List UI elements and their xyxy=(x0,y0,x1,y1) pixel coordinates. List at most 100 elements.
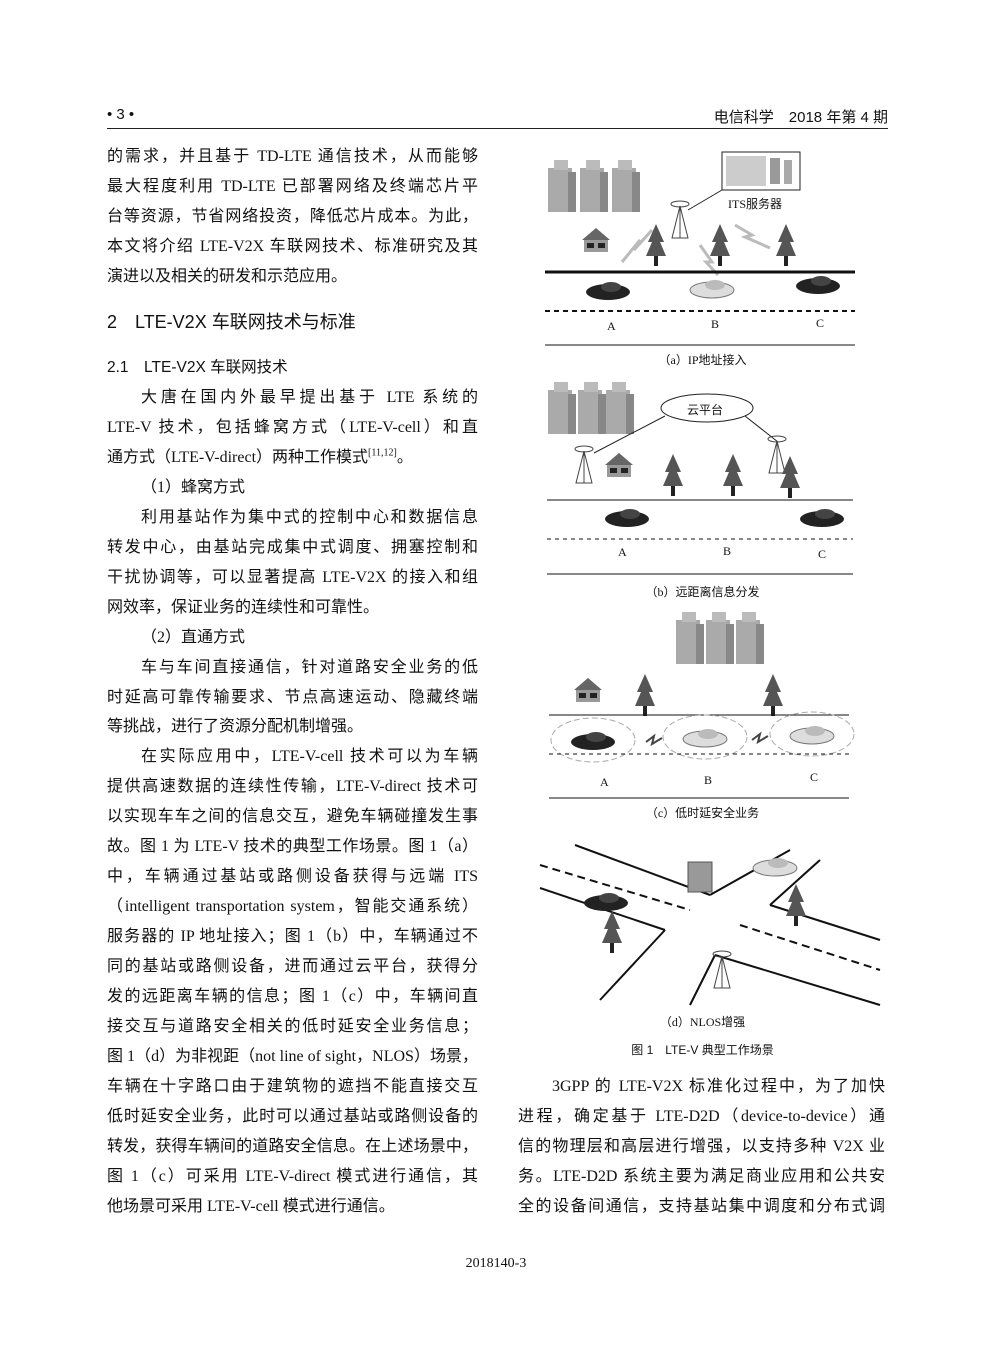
body-text-line: （1）蜂窝方式 xyxy=(141,478,245,498)
body-text-line: 台等资源，节省网络投资，降低芯片成本。为此， xyxy=(107,207,478,229)
vehicle-label-c: C xyxy=(818,547,827,561)
page-footer-code: 2018140-3 xyxy=(465,1256,527,1271)
line-text: 车与车间直接通信，针对道路安全业务的低 xyxy=(141,659,478,676)
body-text-line: LTE-V 技术，包括蜂窝方式（LTE-V-cell）和直 xyxy=(107,418,478,440)
its-server-label: ITS服务器 xyxy=(728,197,783,211)
body-text-line: 发的远距离车辆的信息；图 1（c）中，车辆间直 xyxy=(107,987,478,1009)
base-station-icon xyxy=(574,445,594,484)
line-text: 接交互与道路安全相关的低时延安全业务信息； xyxy=(107,1018,478,1035)
line-text: 他场景可采用 LTE-V-cell 模式进行通信。 xyxy=(107,1198,395,1215)
body-text-line: 图 1（c）可采用 LTE-V-direct 模式进行通信，其 xyxy=(107,1167,478,1189)
vehicle-label-c: C xyxy=(816,316,825,330)
line-text: 干扰协调等，可以显著提高 LTE-V2X 的接入和组 xyxy=(107,569,478,586)
cloud-platform-label: 云平台 xyxy=(687,403,724,417)
caption-a: （a）IP地址接入 xyxy=(658,353,747,367)
line-text: 最大程度利用 TD-LTE 已部署网络及终端芯片平 xyxy=(107,178,478,195)
body-text-line: 车辆在十字路口由于建筑物的遮挡不能直接交互 xyxy=(107,1077,478,1099)
base-station-icon xyxy=(712,950,732,989)
section-heading: 2 LTE-V2X 车联网技术与标准 xyxy=(107,312,356,332)
line-text: 图 1（d）为非视距（not line of sight，NLOS）场景， xyxy=(107,1048,478,1065)
line-text: 以实现车车之间的信息交互，避免车辆碰撞发生事 xyxy=(107,808,478,825)
line-text: 时延高可靠传输要求、节点高速运动、隐藏终端 xyxy=(107,689,478,706)
line-text: 2 LTE-V2X 车联网技术与标准 xyxy=(107,312,356,332)
vehicle-label-b: B xyxy=(704,773,713,787)
line-text: 利用基站作为集中式的控制中心和数据信息 xyxy=(141,509,478,526)
line-text: （2）直通方式 xyxy=(141,629,246,646)
body-text-line: 服务器的 IP 地址接入；图 1（b）中，车辆通过不 xyxy=(107,927,478,949)
body-text-line: 故。图 1 为 LTE-V 技术的典型工作场景。图 1（a） xyxy=(107,837,478,859)
body-text-line: 大唐在国内外最早提出基于 LTE 系统的 xyxy=(141,388,478,410)
body-text-line: 本文将介绍 LTE-V2X 车联网技术、标准研究及其 xyxy=(107,237,478,259)
line-text: （1）蜂窝方式 xyxy=(141,479,246,496)
vehicle-label-b: B xyxy=(723,544,732,558)
line-text: 中，车辆通过基站或路侧设备获得与远端 ITS xyxy=(107,868,478,885)
line-text: 转发，获得车辆间的道路安全信息。在上述场景中， xyxy=(107,1138,478,1155)
line-text: 的需求，并且基于 TD-LTE 通信技术，从而能够 xyxy=(107,148,478,165)
body-text-line: 干扰协调等，可以显著提高 LTE-V2X 的接入和组 xyxy=(107,568,478,590)
cloud-icon xyxy=(660,393,754,423)
caption-b: （b）远距离信息分发 xyxy=(645,585,760,599)
line-text: 转发中心，由基站完成集中式调度、拥塞控制和 xyxy=(107,539,478,556)
line-text: 服务器的 IP 地址接入；图 1（b）中，车辆通过不 xyxy=(107,928,478,945)
line-text: 在实际应用中，LTE-V-cell 技术可以为车辆 xyxy=(141,748,478,765)
body-text-line: 最大程度利用 TD-LTE 已部署网络及终端芯片平 xyxy=(107,177,478,199)
body-text-line: 演进以及相关的研发和示范应用。 xyxy=(107,267,347,287)
line-text: 2.1 LTE-V2X 车联网技术 xyxy=(107,359,288,376)
body-text-line: 同的基站或路侧设备，进而通过云平台，获得分 xyxy=(107,957,478,979)
citation-reference[interactable]: [11,12] xyxy=(368,447,397,459)
line-text: 演进以及相关的研发和示范应用。 xyxy=(107,268,348,285)
line-text: 低时延安全业务，此时可以通过基站或路侧设备的 xyxy=(107,1108,478,1125)
body-text-line: 通方式（LTE-V-direct）两种工作模式[11,12]。 xyxy=(107,448,413,468)
base-station-icon xyxy=(767,435,787,474)
journal-issue: 电信科学 2018 年第 4 期 xyxy=(713,109,888,126)
roadside-unit-icon xyxy=(582,228,610,252)
roadside-unit-icon xyxy=(605,453,633,477)
body-text-line: 图 1（d）为非视距（not line of sight，NLOS）场景， xyxy=(107,1047,478,1069)
body-text-line: 利用基站作为集中式的控制中心和数据信息 xyxy=(141,508,478,530)
vehicle-label-a: A xyxy=(607,319,616,333)
vehicle-label-a: A xyxy=(618,545,627,559)
body-text-line: 在实际应用中，LTE-V-cell 技术可以为车辆 xyxy=(141,747,478,769)
body-text-line: 务。LTE-D2D 系统主要为满足商业应用和公共安 xyxy=(518,1168,885,1185)
body-text-line: 以实现车车之间的信息交互，避免车辆碰撞发生事 xyxy=(107,807,478,829)
roadside-unit-icon xyxy=(574,678,602,702)
line-text: 通方式（LTE-V-direct）两种工作模式 xyxy=(107,449,369,466)
body-text-line: （2）直通方式 xyxy=(141,628,245,648)
body-text-line: 转发，获得车辆间的道路安全信息。在上述场景中， xyxy=(107,1137,478,1159)
line-text: 图 1（c）可采用 LTE-V-direct 模式进行通信，其 xyxy=(107,1168,478,1185)
caption-c: （c）低时延安全业务 xyxy=(645,806,760,820)
line-text: 大唐在国内外最早提出基于 LTE 系统的 xyxy=(141,389,478,406)
building-icon xyxy=(687,861,713,893)
line-text: LTE-V 技术，包括蜂窝方式（LTE-V-cell）和直 xyxy=(107,419,478,436)
line-text: 车辆在十字路口由于建筑物的遮挡不能直接交互 xyxy=(107,1078,478,1095)
body-text-line: 时延高可靠传输要求、节点高速运动、隐藏终端 xyxy=(107,688,478,710)
body-text-line: 网效率，保证业务的连续性和可靠性。 xyxy=(107,598,379,618)
line-text: 本文将介绍 LTE-V2X 车联网技术、标准研究及其 xyxy=(107,238,478,255)
body-text-line: 全的设备间通信，支持基站集中调度和分布式调 xyxy=(518,1198,885,1215)
line-text: 故。图 1 为 LTE-V 技术的典型工作场景。图 1（a） xyxy=(107,838,478,855)
line-text: 网效率，保证业务的连续性和可靠性。 xyxy=(107,599,380,616)
line-text: 。 xyxy=(396,449,413,466)
vehicle-label-c: C xyxy=(810,770,819,784)
line-text: 等挑战，进行了资源分配机制增强。 xyxy=(107,718,364,735)
body-text-line: 车与车间直接通信，针对道路安全业务的低 xyxy=(141,658,478,680)
body-text-line: 他场景可采用 LTE-V-cell 模式进行通信。 xyxy=(107,1197,395,1217)
subfigure-b xyxy=(547,382,853,575)
vehicle-label-a: A xyxy=(600,775,609,789)
body-text-line: 中，车辆通过基站或路侧设备获得与远端 ITS xyxy=(107,867,478,889)
subfigure-a xyxy=(545,151,855,346)
page-number: • 3 • xyxy=(107,106,135,123)
line-text: 台等资源，节省网络投资，降低芯片成本。为此， xyxy=(107,208,478,225)
line-text: 同的基站或路侧设备，进而通过云平台，获得分 xyxy=(107,958,478,975)
header-rule xyxy=(107,128,888,129)
figure-title: 图 1 LTE-V 典型工作场景 xyxy=(631,1043,774,1057)
subfigure-d xyxy=(539,844,881,1006)
subsection-heading: 2.1 LTE-V2X 车联网技术 xyxy=(107,358,288,378)
body-text-line: 信的物理层和高层进行增强，以支持多种 V2X 业 xyxy=(518,1138,885,1155)
body-text-line: 低时延安全业务，此时可以通过基站或路侧设备的 xyxy=(107,1107,478,1129)
vehicle-label-b: B xyxy=(711,317,720,331)
body-text-line: 接交互与道路安全相关的低时延安全业务信息； xyxy=(107,1017,478,1039)
body-text-line: 转发中心，由基站完成集中式调度、拥塞控制和 xyxy=(107,538,478,560)
line-text: 发的远距离车辆的信息；图 1（c）中，车辆间直 xyxy=(107,988,478,1005)
